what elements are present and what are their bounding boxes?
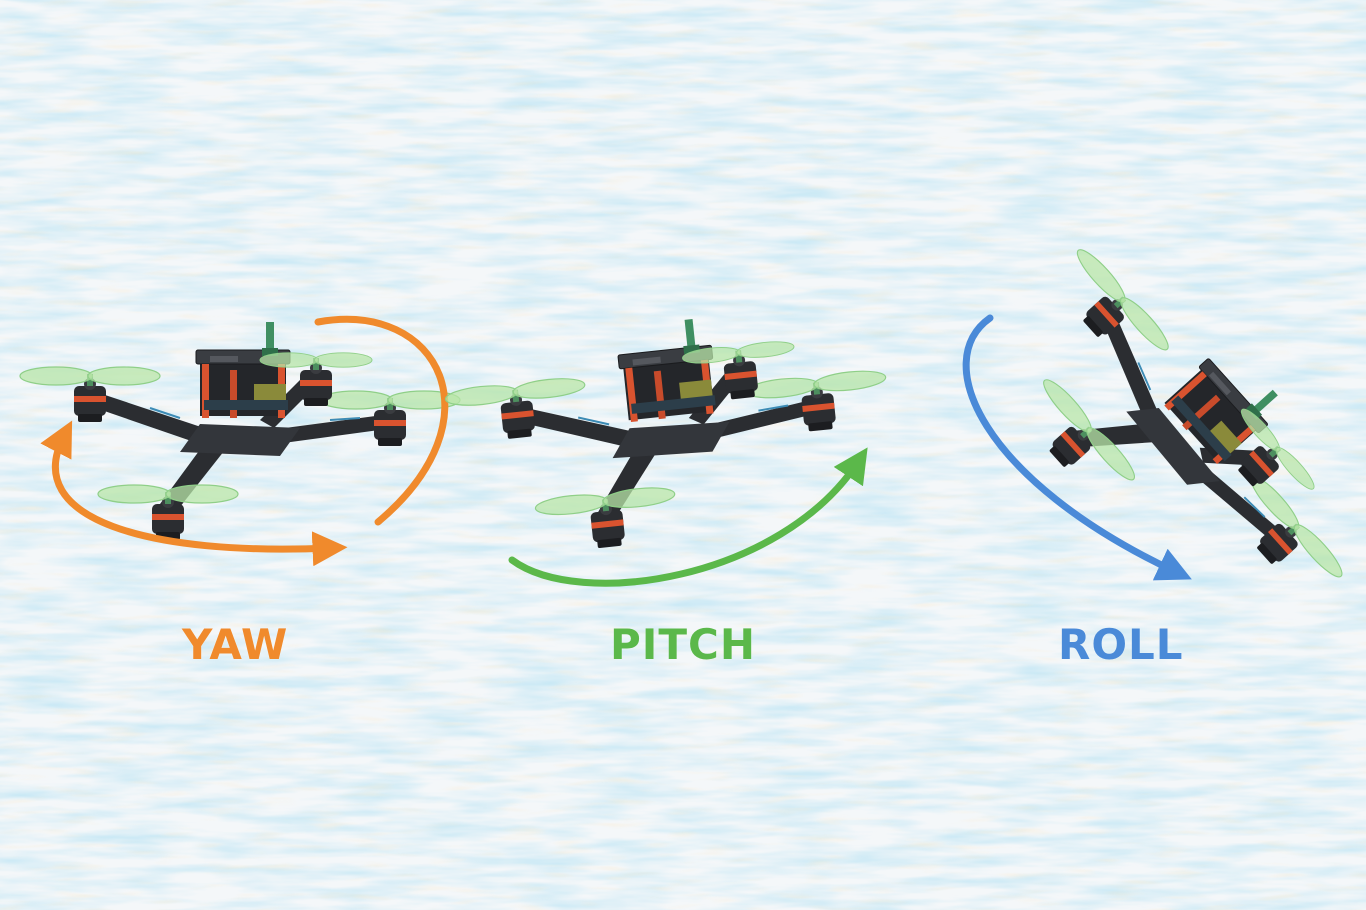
yaw-arrow-upper [314,315,449,526]
pitch-label: PITCH [610,620,757,669]
roll-curved-arrow-icon [962,314,1192,581]
yaw-group [20,315,460,567]
yaw-rotate-arrow-icon [40,420,348,567]
pitch-group [440,300,900,587]
yaw-label: YAW [182,620,289,669]
roll-label: ROLL [1058,620,1184,669]
pitch-curved-arrow-icon [508,447,868,587]
roll-group [962,216,1366,665]
